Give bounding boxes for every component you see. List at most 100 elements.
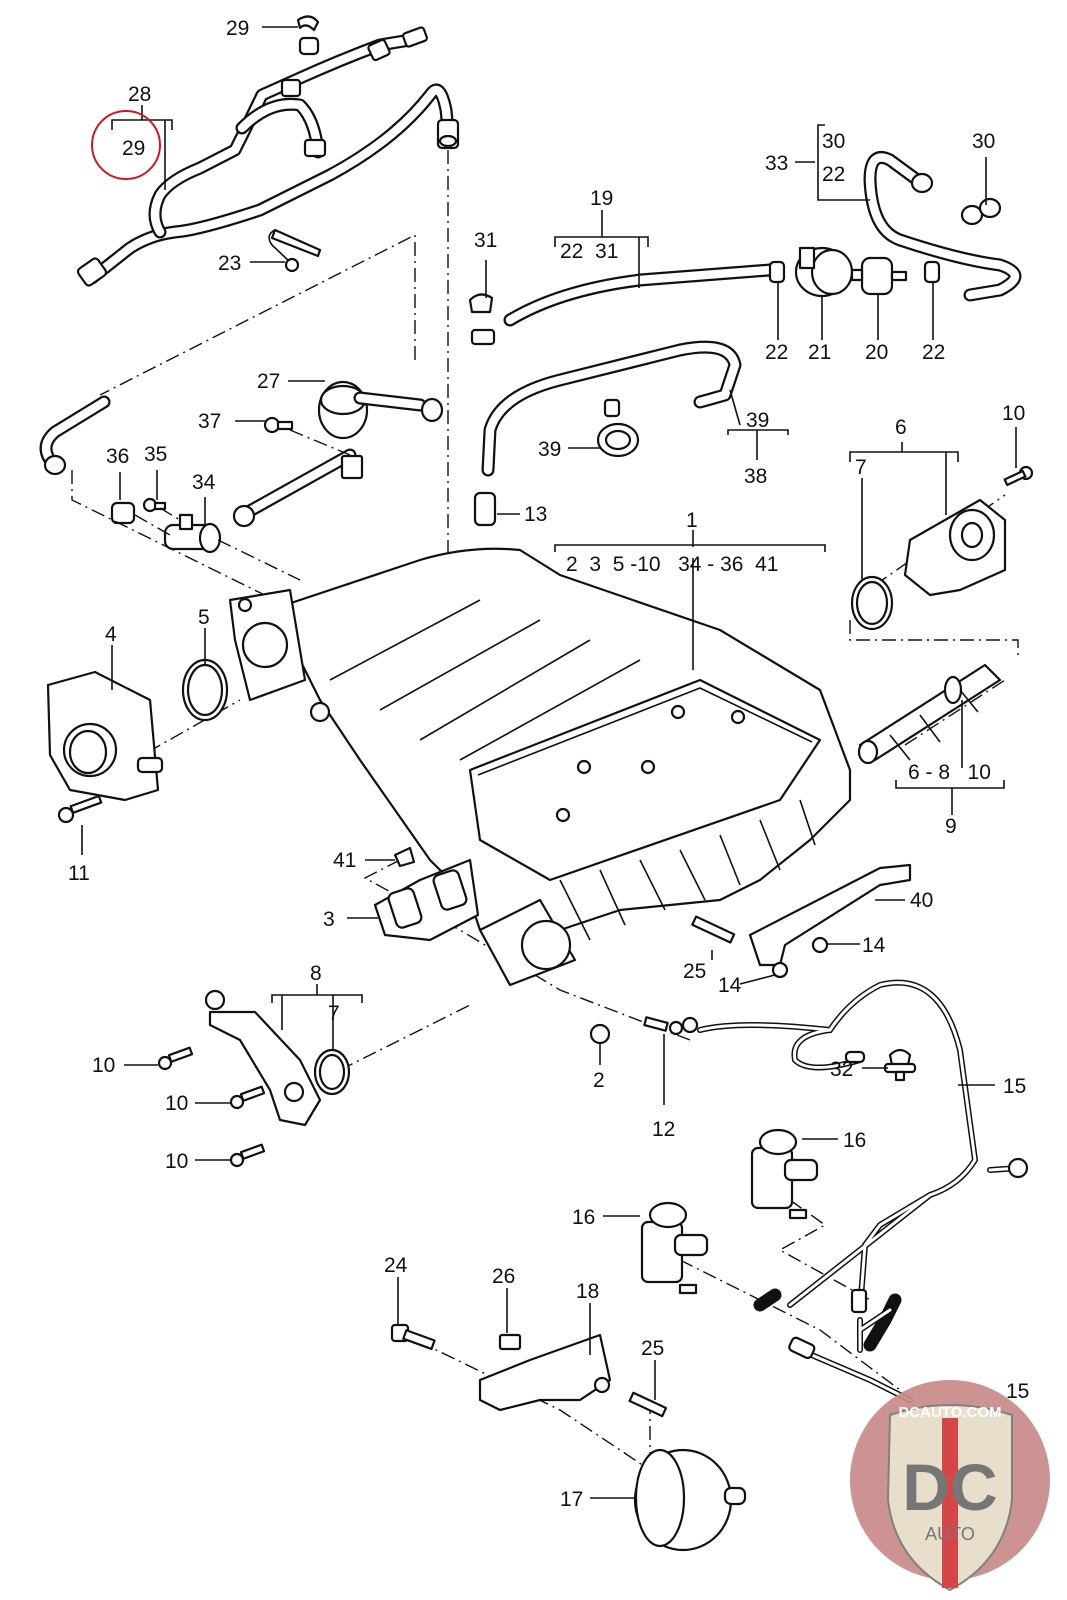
callout-29-clip: 29 [226, 17, 249, 40]
callout-33-sub-22: 22 [822, 163, 845, 186]
callout-41: 41 [333, 849, 356, 872]
callout-17: 17 [560, 1488, 583, 1511]
bolts-10-bottom [157, 1046, 266, 1168]
callout-25-b: 25 [641, 1337, 664, 1360]
callout-33-sub-30: 30 [822, 130, 845, 153]
solenoid-valve-16-upper [750, 1128, 819, 1220]
callout-20: 20 [865, 341, 888, 364]
callout-26: 26 [492, 1265, 515, 1288]
leader-lines [81, 26, 1017, 1499]
intake-manifold-1 [228, 547, 852, 987]
oring-7-bottom [313, 1048, 351, 1096]
callout-35: 35 [144, 443, 167, 466]
bolt-12 [643, 1016, 684, 1036]
throttle-body-4 [46, 670, 164, 802]
highlight-circle [91, 110, 161, 180]
bolt-10-top [1003, 465, 1034, 487]
callout-22-a: 22 [765, 341, 788, 364]
grommet-2 [589, 1023, 611, 1045]
callout-10-d: 10 [165, 1150, 188, 1173]
bracket-8 [204, 989, 322, 1127]
callout-9: 9 [945, 815, 957, 838]
connector-34 [163, 513, 222, 554]
filter-20 [850, 256, 908, 296]
callout-9-sub: 6 - 8 10 [908, 761, 991, 784]
callout-14-a: 14 [862, 934, 886, 957]
sleeve-13 [473, 491, 497, 527]
stud-25-bottom [628, 1391, 668, 1418]
bolt-11 [57, 794, 103, 824]
callout-37: 37 [198, 410, 221, 433]
callout-1-sub: 2 3 5 -10 34 - 36 41 [566, 553, 778, 576]
hose-33 [863, 151, 1022, 302]
callout-10-c: 10 [165, 1092, 188, 1115]
callout-40: 40 [910, 889, 933, 912]
gasket-3 [373, 858, 480, 942]
callout-7-a: 7 [855, 456, 867, 479]
callout-3: 3 [323, 908, 335, 931]
hose-38 [481, 340, 742, 477]
dc-auto-watermark: DCAUTO.COM DC AUTO [850, 1380, 1050, 1592]
watermark-top-text: DCAUTO.COM [898, 1404, 1001, 1421]
watermark-bottom-text: AUTO [925, 1524, 975, 1544]
callout-10-a: 10 [1002, 402, 1025, 425]
callout-21: 21 [808, 341, 831, 364]
callout-16-b: 16 [572, 1206, 595, 1229]
oring-5 [181, 658, 229, 722]
callout-27: 27 [257, 370, 280, 393]
callout-31: 31 [474, 229, 497, 252]
watermark-logo-text: DC [902, 1450, 997, 1524]
callout-29-group: 29 [122, 137, 145, 160]
clip-32 [883, 1048, 917, 1082]
callout-16-a: 16 [843, 1129, 866, 1152]
cable-tie-23 [268, 228, 322, 273]
callout-32: 32 [830, 1058, 853, 1081]
clamp-22-right [923, 260, 941, 284]
solenoid-valve-16-lower [640, 1201, 709, 1295]
callout-34: 34 [192, 471, 216, 494]
hose-clip-29 [296, 15, 320, 56]
callout-11: 11 [68, 862, 90, 885]
callout-30: 30 [972, 130, 995, 153]
clamp-30 [960, 197, 1002, 226]
callout-24: 24 [384, 1254, 408, 1277]
bracket-40 [748, 863, 912, 967]
oring-7-top [850, 575, 894, 631]
callout-6: 6 [895, 416, 907, 439]
nut-14 [771, 936, 829, 979]
bracket-18 [478, 1333, 612, 1412]
housing-6 [903, 498, 1007, 597]
callout-39-sub: 39 [746, 409, 769, 432]
callout-39: 39 [538, 438, 561, 461]
clip-39 [596, 398, 640, 458]
breather-hose-left [39, 395, 111, 476]
callout-1: 1 [686, 509, 698, 532]
vacuum-reservoir-17 [633, 1448, 747, 1552]
callout-4: 4 [105, 623, 117, 646]
holder-21 [794, 246, 854, 298]
watermark-stripe [942, 1418, 958, 1588]
vacuum-hose-19 [503, 263, 777, 327]
assembly-lines [71, 150, 1019, 1471]
clamp-22-left [768, 260, 786, 284]
callout-5: 5 [198, 606, 210, 629]
pad-26 [498, 1333, 522, 1351]
callout-22-b: 22 [922, 341, 945, 364]
clip-41 [393, 846, 416, 868]
callout-38: 38 [744, 465, 767, 488]
callout-25-a: 25 [683, 960, 706, 983]
bolt-24 [390, 1323, 436, 1351]
callout-18: 18 [576, 1280, 599, 1303]
stud-25-top [691, 915, 736, 944]
vacuum-line-15 [681, 979, 1029, 1403]
screw-35 [142, 497, 167, 513]
clip-31 [468, 293, 496, 346]
bolt-37 [263, 416, 294, 434]
callout-33: 33 [765, 152, 788, 175]
callout-28: 28 [128, 83, 151, 106]
callout-8: 8 [310, 962, 322, 985]
callout-14-b: 14 [718, 974, 742, 997]
callout-13: 13 [524, 503, 547, 526]
callout-2: 2 [593, 1069, 605, 1092]
